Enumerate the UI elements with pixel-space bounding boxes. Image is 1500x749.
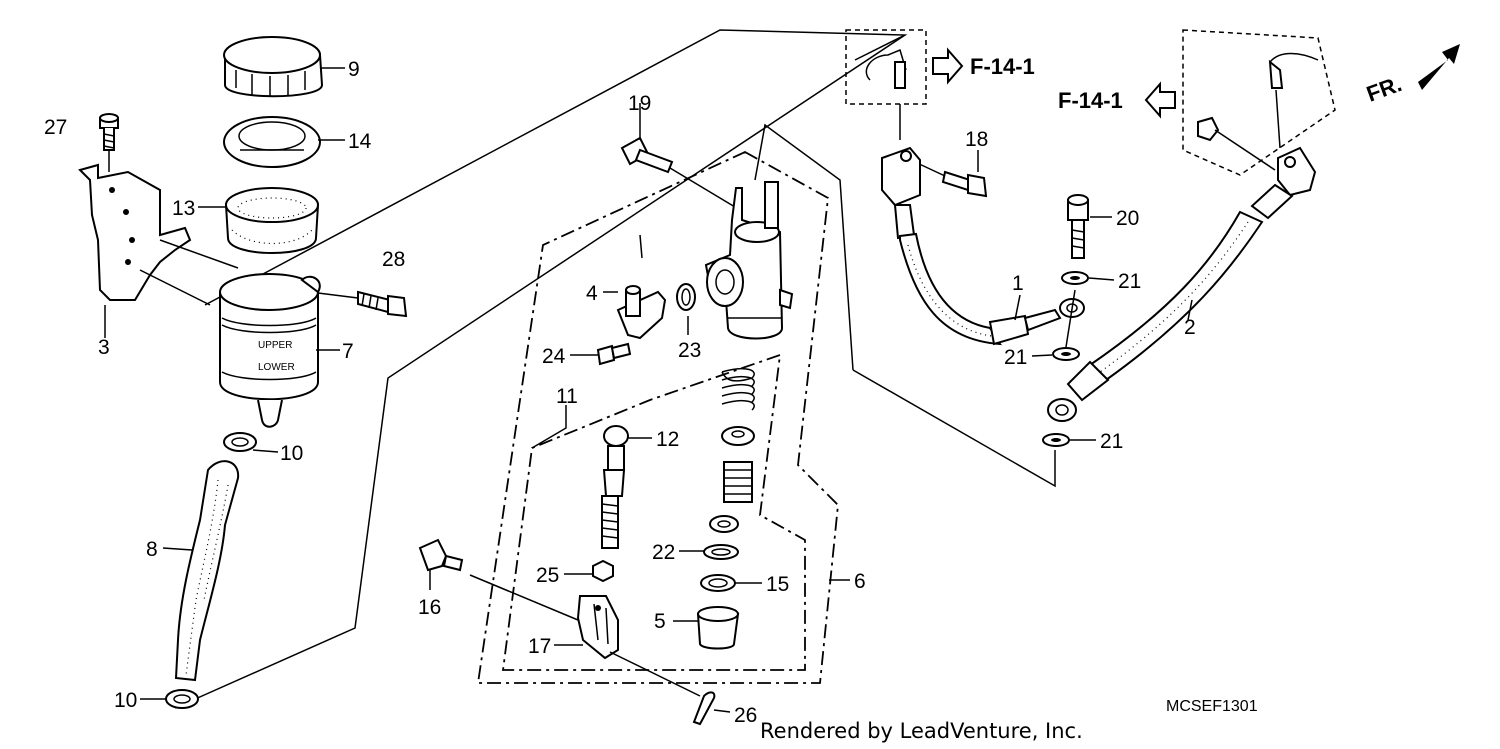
o-ring-23 [676,283,696,311]
ref-label-lower: F-14-1 [1058,88,1123,113]
clevis [576,595,619,660]
diaphragm [224,187,320,254]
callout-4: 4 [586,282,598,305]
callout-13: 13 [172,197,195,220]
callout-5: 5 [654,610,666,633]
callout-17: 17 [528,635,551,658]
diaphragm-plate [223,116,321,168]
callout-7: 7 [342,340,354,363]
credit-text: Rendered by LeadVenture, Inc. [760,719,1083,743]
banjo-bolt [1067,194,1089,259]
callout-21-mid: 21 [1004,346,1027,369]
callout-18: 18 [965,128,988,151]
ref-label-upper: F-14-1 [970,54,1035,79]
front-marker: FR. [1363,44,1460,107]
ref-arrow-right [932,47,964,85]
ref-arrow-left [1144,81,1176,119]
leader-lines [104,67,1193,713]
circlip-15 [700,574,736,592]
piston-spring [721,367,755,411]
washer-21-bottom [1042,433,1070,447]
reservoir-cap [223,36,324,98]
brake-hose-1 [881,146,1085,346]
callout-3: 3 [98,336,110,359]
reservoir-lower-mark: LOWER [258,362,295,373]
reservoir-bracket [78,163,239,306]
hose-clip-upper [223,432,257,452]
callout-26: 26 [734,704,757,727]
callout-1: 1 [1012,272,1024,295]
callout-25: 25 [536,564,559,587]
bolt-27 [99,113,119,172]
brake-hose-2 [1047,146,1317,422]
callout-20: 20 [1116,207,1139,230]
washer-21-top [1061,271,1089,285]
callout-24: 24 [542,345,566,368]
inset-left [845,29,927,140]
nut-25 [592,559,614,583]
callout-9: 9 [348,58,360,81]
circlip-22 [703,544,739,560]
callout-10-lower: 10 [114,689,137,712]
reservoir-upper-mark: UPPER [258,340,292,351]
piston-seal [709,515,739,533]
piston-cup [721,426,755,446]
inlet-joint [616,285,667,340]
reservoir-tank: UPPER LOWER [219,273,321,428]
callout-28: 28 [382,248,405,271]
callout-12: 12 [656,428,679,451]
hose-clip-lower [165,689,199,709]
callout-14: 14 [348,130,372,153]
washer-21-mid [1052,347,1080,361]
callout-16: 16 [418,596,441,619]
callout-15: 15 [766,573,789,596]
front-marker-label: FR. [1363,71,1405,107]
reservoir-hose [174,460,240,682]
callout-10-upper: 10 [280,442,303,465]
callout-22: 22 [652,541,675,564]
clevis-pin [418,538,579,621]
bolt-28 [317,290,408,318]
push-rod [601,425,629,549]
callout-19: 19 [628,92,651,115]
screw-24 [596,342,632,366]
callout-27: 27 [44,116,67,139]
piston [723,461,753,503]
inset-right [1182,29,1336,176]
diagram-code: MCSEF1301 [1166,698,1258,715]
callout-21-bottom: 21 [1100,430,1123,453]
bolt-18 [914,161,988,198]
callout-2: 2 [1184,316,1196,339]
master-cylinder [704,181,794,340]
callout-11: 11 [556,385,578,408]
callout-6: 6 [854,570,866,593]
assembly-outline [174,29,1056,709]
callout-23: 23 [678,339,701,362]
callout-21-top: 21 [1118,270,1141,293]
callout-8: 8 [146,538,158,561]
callouts: 1 2 3 4 5 6 7 8 9 10 10 11 12 13 14 15 1… [44,58,1196,727]
cotter-pin [609,651,716,726]
boot [696,606,740,650]
bolt-19 [620,136,741,211]
